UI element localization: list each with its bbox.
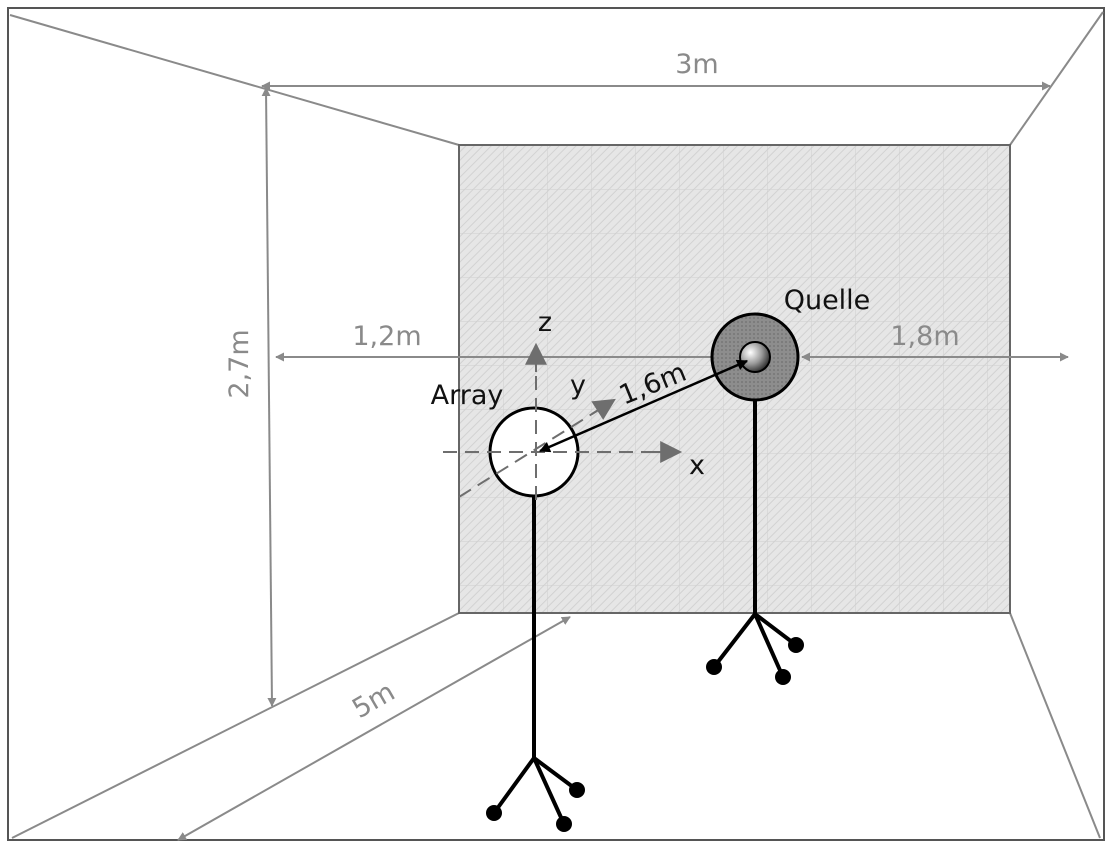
edge-top-right — [1009, 11, 1104, 146]
array-foot — [486, 805, 502, 821]
x-axis-label: x — [689, 450, 705, 481]
y-axis-label: y — [570, 370, 586, 401]
source-foot — [775, 669, 791, 685]
source-label: Quelle — [784, 285, 871, 316]
array-foot — [569, 782, 585, 798]
depth-dimension-line — [177, 616, 571, 841]
source-stand — [712, 398, 798, 679]
array-source-distance-line — [538, 359, 749, 453]
left-distance-label: 1,2m — [352, 321, 421, 352]
source-speaker — [710, 312, 800, 402]
edge-bottom-right — [1009, 612, 1101, 839]
source-foot — [788, 637, 804, 653]
right-distance-label: 1,8m — [890, 321, 959, 352]
width-label: 3m — [675, 49, 718, 80]
array-stand — [492, 492, 579, 826]
source-foot — [706, 659, 722, 675]
height-dimension-line — [261, 87, 277, 707]
array-label: Array — [431, 380, 504, 411]
array-foot — [556, 816, 572, 832]
height-label: 2,7m — [224, 329, 255, 398]
z-axis-label: z — [538, 307, 552, 338]
edge-top-left — [9, 14, 460, 146]
